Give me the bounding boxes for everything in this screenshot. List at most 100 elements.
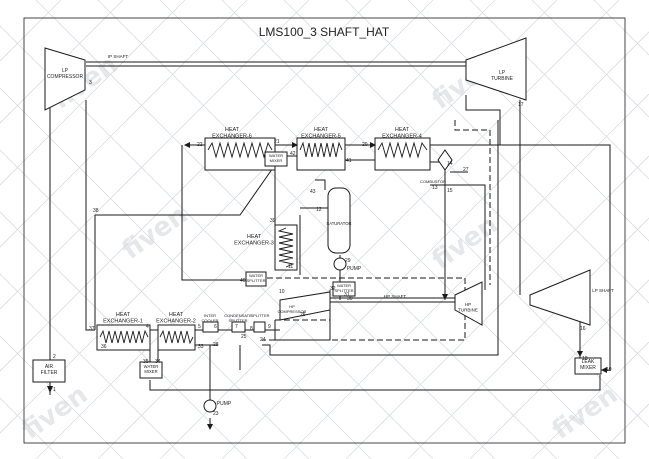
stream-label-30: 30 [347, 296, 353, 302]
condensate-splitter-shape [231, 321, 246, 333]
stream-40-line [181, 145, 245, 281]
lp-compressor-shape [44, 47, 86, 111]
watermark-diagonal [531, 341, 649, 459]
label-lp-shaft: LP SHAFT [592, 288, 614, 293]
combustor-shape [437, 149, 453, 171]
stream-3-line [85, 100, 95, 331]
label-ip-shaft: IP SHAFT [108, 54, 128, 59]
label-splitter: SPLITTER [250, 313, 269, 318]
stream-label-40: 40 [240, 278, 246, 284]
stream-label-35: 35 [143, 359, 149, 365]
watermark-diagonal [407, 217, 649, 459]
stream-label-27: 27 [463, 167, 469, 173]
watermark-diagonal [531, 0, 649, 118]
stream-label-38: 38 [93, 208, 99, 214]
stream-24-line [262, 120, 499, 356]
arrow-19 [601, 367, 607, 373]
watermark-diagonal [221, 31, 649, 459]
hx6-coil [207, 141, 273, 159]
stream-17-line [465, 95, 501, 145]
watermark-diagonal [469, 0, 649, 180]
water-splitter-1-shape [245, 271, 267, 287]
lp-turbine-top-shape [465, 37, 527, 101]
stream-label-21: 21 [274, 139, 280, 145]
saturator-shape [327, 187, 351, 254]
arrow-1 [47, 386, 53, 393]
watermark-diagonal [0, 0, 248, 248]
arrow-18 [577, 351, 583, 357]
stream-label-8: 8 [250, 326, 253, 332]
stream-label-18: 18 [582, 356, 588, 362]
pump-bottom-shape [203, 399, 217, 413]
stream-label-6: 6 [214, 324, 217, 330]
stream-label-7: 7 [235, 324, 238, 330]
label-hp-shaft: HP SHAFT [384, 294, 406, 299]
arrow-23 [207, 424, 213, 430]
diagram-title: LMS100_3 SHAFT_HAT [259, 25, 390, 39]
stream-13-line [430, 184, 486, 290]
label-pump-bottom: PUMP [217, 401, 232, 407]
hx1-coil [99, 329, 149, 344]
stream-label-1: 1 [53, 387, 56, 393]
watermark-diagonal [0, 0, 372, 372]
stream-label-24: 24 [260, 337, 266, 343]
stream-label-11: 11 [288, 264, 293, 270]
stream-label-16: 16 [580, 326, 586, 332]
water-mixer-2-shape [264, 151, 288, 167]
bottom-return-line [149, 375, 601, 391]
hx1-shape [96, 324, 151, 351]
stream-label-4: 4 [146, 324, 149, 330]
hx2-coil [159, 329, 194, 345]
watermark-diagonal [35, 0, 496, 459]
arrowheads [47, 142, 607, 430]
stream-label-33: 33 [198, 344, 204, 350]
stream-label-37: 37 [89, 326, 95, 332]
lp-turbine-shape [529, 269, 591, 326]
watermark-diagonal [0, 0, 186, 186]
hp-turbine-shape [454, 281, 483, 326]
leak-mixer-shape [574, 357, 602, 375]
label-combustor: COMBUSTOR [420, 179, 446, 184]
stream-label-36: 36 [101, 344, 107, 350]
stream-label-20: 20 [362, 142, 368, 148]
watermark-diagonal [345, 155, 649, 459]
stream-label-22: 22 [197, 142, 203, 148]
stream-label-19: 19 [606, 367, 612, 373]
stream-label-3: 3 [89, 80, 92, 86]
water-mixer-1-shape [139, 361, 163, 379]
stream-label-2: 2 [53, 354, 56, 360]
watermark-diagonal [469, 279, 649, 459]
hx5-shape [296, 137, 346, 171]
stream-label-5: 5 [198, 324, 201, 330]
watermark-diagonal [159, 0, 620, 459]
watermark-label: fiven [427, 210, 503, 276]
label-pump-top: PUMP [347, 266, 362, 272]
stream-label-26: 26 [300, 312, 306, 318]
stream-label-31: 31 [344, 292, 350, 298]
air-filter-shape [32, 359, 66, 383]
stream-label-41: 41 [346, 158, 352, 164]
dashed-loop-2 [454, 120, 491, 285]
stream-label-28: 28 [213, 342, 219, 348]
label-saturator: SATURATOR [326, 221, 351, 226]
stream-label-17: 17 [518, 102, 524, 108]
splitter-shape [253, 321, 266, 333]
stream-label-13: 13 [432, 185, 438, 191]
